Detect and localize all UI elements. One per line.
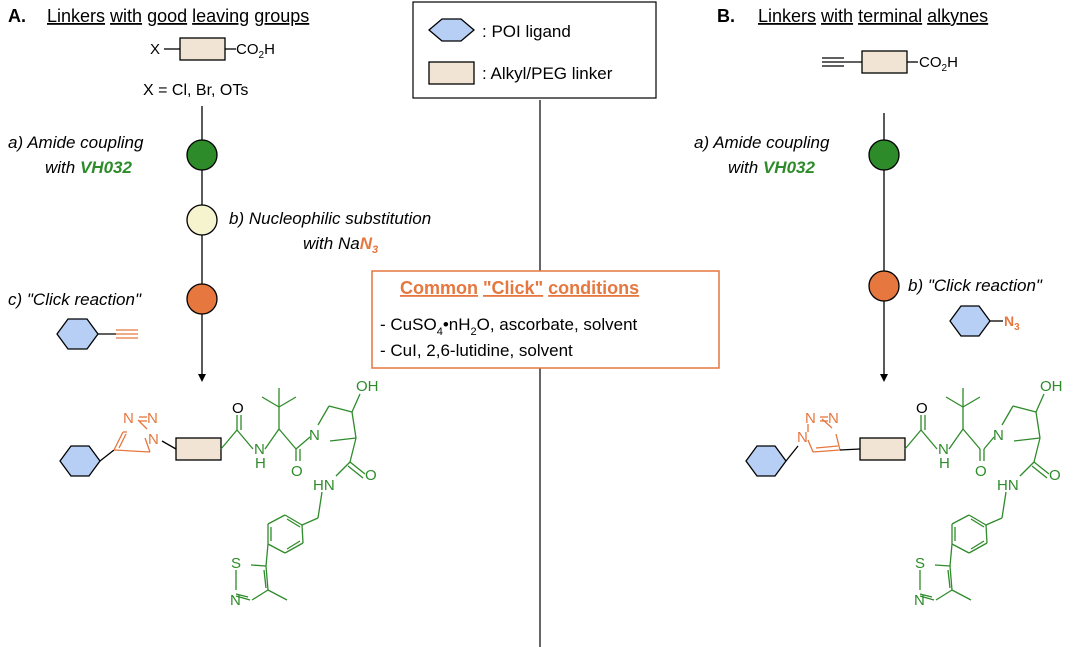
panel-b-product: N N N [745, 378, 1063, 609]
panel-b-linker-rect [861, 50, 908, 74]
panel-b-step-a-line2: with VH032 [728, 158, 815, 177]
panel-b: B. Linkers with terminal alkynes CO2H a)… [694, 6, 1043, 382]
panel-a-step-b-line1: b) Nucleophilic substitution [229, 209, 431, 228]
svg-text:OH: OH [356, 378, 379, 395]
panel-a-poi-alkyne-hexagon [56, 318, 99, 350]
panel-a-linker-rect [179, 37, 226, 61]
panel-b-title-word-4: alkynes [927, 6, 988, 26]
svg-text:HN: HN [313, 477, 335, 494]
svg-text:O: O [1049, 467, 1061, 484]
panel-b-step-b-marker [868, 270, 900, 302]
legend-box: : POI ligand : Alkyl/PEG linker [412, 1, 657, 99]
svg-text:O: O [291, 463, 303, 480]
panel-a-letter: A. [8, 6, 26, 26]
panel-a-vh032-label: VH032 [80, 158, 133, 177]
panel-a-product-linker [175, 437, 222, 461]
svg-text:O: O [365, 467, 377, 484]
conditions-title-word-3: conditions [548, 278, 639, 298]
panel-b-poi-azide-hexagon [949, 305, 991, 337]
panel-b-letter: B. [717, 6, 735, 26]
panel-b-vh032-label: VH032 [763, 158, 816, 177]
svg-text:O: O [916, 400, 928, 417]
panel-a-step-a-line1: a) Amide coupling [8, 133, 144, 152]
conditions-title-word-2: "Click" [483, 278, 543, 298]
panel-a-title-word-2: with [109, 6, 142, 26]
conditions-title: Common "Click" conditions [400, 278, 639, 298]
panel-a-x-definition: X = Cl, Br, OTs [143, 82, 248, 99]
panel-b-step-a-line1: a) Amide coupling [694, 133, 830, 152]
svg-text:O: O [975, 463, 987, 480]
legend-linker-label: : Alkyl/PEG linker [482, 64, 613, 83]
panel-a-step-a-line2: with VH032 [45, 158, 132, 177]
poi-hexagon-icon [427, 18, 476, 42]
svg-text:N: N [797, 429, 808, 446]
panel-a-title: Linkers with good leaving groups [47, 6, 309, 26]
panel-a-title-word-3: good [147, 6, 187, 26]
svg-text:H: H [255, 455, 266, 472]
panel-b-title-word-2: with [820, 6, 853, 26]
panel-a-title-word-5: groups [254, 6, 309, 26]
svg-text:N: N [938, 441, 949, 458]
panel-a-step-c-label: c) "Click reaction" [8, 290, 142, 309]
svg-text:N: N [230, 592, 241, 609]
linker-rect-icon [428, 61, 475, 85]
panel-b-title-word-1: Linkers [758, 6, 816, 26]
click-conditions-box: Common "Click" conditions - CuSO4•nH2O, … [371, 270, 720, 369]
svg-text:H: H [939, 455, 950, 472]
legend-poi-label: : POI ligand [482, 22, 571, 41]
panel-a-vh032-structure [220, 388, 366, 601]
panel-b-co2h: CO2H [919, 54, 958, 74]
panel-b-alkyne-icon [822, 57, 844, 67]
svg-text:N: N [309, 427, 320, 444]
svg-text:S: S [915, 555, 925, 572]
panel-b-product-poi-hexagon [745, 445, 787, 477]
svg-text:OH: OH [1040, 378, 1063, 395]
panel-b-title: Linkers with terminal alkynes [758, 6, 988, 26]
panel-a-product: N N N [59, 378, 379, 609]
svg-text:O: O [232, 400, 244, 417]
svg-text:N: N [254, 441, 265, 458]
panel-b-azide-label: N3 [1004, 313, 1020, 333]
conditions-title-word-1: Common [400, 278, 478, 298]
panel-b-title-word-3: terminal [858, 6, 922, 26]
svg-text:N: N [828, 410, 839, 427]
panel-a-title-word-1: Linkers [47, 6, 105, 26]
svg-text:N: N [148, 431, 159, 448]
panel-a-co2h: CO2H [236, 41, 275, 61]
panel-a-step-c-marker [186, 283, 218, 315]
svg-text:N: N [147, 410, 158, 427]
svg-text:HN: HN [997, 477, 1019, 494]
panel-a: A. Linkers with good leaving groups X CO… [8, 6, 431, 382]
conditions-line-2: - CuI, 2,6-lutidine, solvent [380, 341, 573, 360]
panel-b-product-linker [859, 437, 906, 461]
conditions-line-1: - CuSO4•nH2O, ascorbate, solvent [380, 315, 638, 338]
panel-b-step-b-label: b) "Click reaction" [908, 276, 1043, 295]
panel-a-alkyne-icon [116, 329, 138, 339]
panel-a-title-word-4: leaving [192, 6, 249, 26]
svg-text:N: N [914, 592, 925, 609]
panel-a-step-b-marker [186, 204, 218, 236]
panel-b-vh032-structure [904, 388, 1050, 601]
svg-text:N: N [123, 410, 134, 427]
panel-b-step-a-marker [868, 139, 900, 171]
svg-text:S: S [231, 555, 241, 572]
panel-a-step-b-line2: with NaN3 [303, 234, 378, 256]
svg-text:N: N [993, 427, 1004, 444]
panel-a-product-poi-hexagon [59, 445, 101, 477]
svg-text:N: N [805, 410, 816, 427]
panel-a-step-a-marker [186, 139, 218, 171]
panel-a-x-label: X [150, 41, 160, 58]
